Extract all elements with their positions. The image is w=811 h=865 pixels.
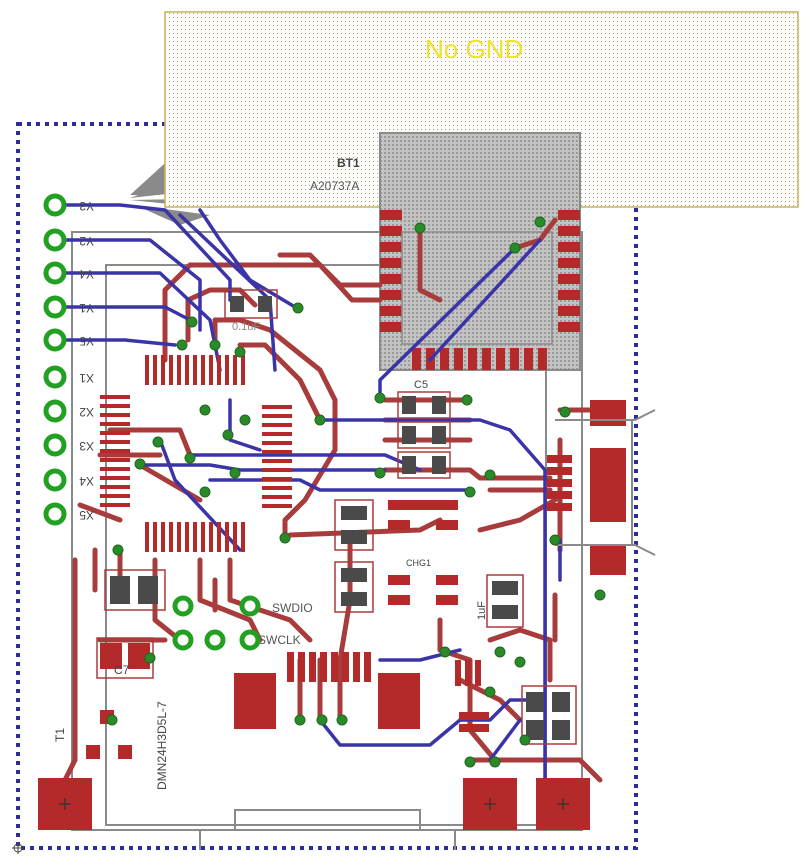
module-inner-outline [401,231,553,345]
regulator-pads [287,652,371,682]
battery-value: A20737A [310,179,359,193]
bottom-tab [199,809,456,850]
module-pads-left [380,210,402,332]
capacitor-c8 [104,569,166,611]
capacitor-c1: 0.1uF [224,289,278,333]
pin-label-x2: X2 [79,405,94,419]
pin-label-x1: X1 [79,371,94,385]
svg-text:C7: C7 [114,663,130,677]
bottom-copper-traces [53,203,562,782]
fuse-pads [455,660,489,732]
capacitor-c6 [334,561,374,613]
capacitor-bottom-right [521,685,577,745]
svg-text:CHG1: CHG1 [406,558,431,568]
capacitor-c4 [334,499,374,551]
swdio-label: SWDIO [272,601,313,615]
pin-label-y4: Y4 [79,267,94,281]
usb-connector [547,400,656,575]
battery-body [379,132,581,371]
power-pads [38,673,590,830]
capacitor-c3: 1uF [476,574,524,628]
test-point-vias [172,595,261,651]
pin-label-y3: Y3 [79,199,94,213]
svg-text:T1: T1 [53,728,67,742]
silk-outline-outer [71,231,583,831]
pin-label-y2: Y2 [79,234,94,248]
capacitor-c5: C5 [397,379,451,419]
main-ic-pads [100,355,292,552]
small-vias [106,216,606,768]
connector-pin-vias [43,193,67,526]
battery-ref: BT1 [337,156,360,170]
pin-label-y5: Y5 [79,334,94,348]
capacitor-c5b [397,421,451,449]
charger-ic: CHG1 [388,500,458,605]
svg-text:C5: C5 [414,379,428,391]
svg-text:1uF: 1uF [476,601,488,620]
connector-pin-labels: Y3 Y2 Y4 Y1 Y5 X1 X2 X3 X4 X5 [79,199,94,522]
svg-text:DMN24H3D5L-7: DMN24H3D5L-7 [155,701,169,790]
module-pads-right [558,210,580,332]
pin-label-x3: X3 [79,439,94,453]
capacitor-c7: C7 [96,637,154,679]
origin-marker [12,842,24,854]
power-pad-marks [59,798,569,810]
pin-label-x5: X5 [79,508,94,522]
keepout-label: No GND [425,34,523,64]
transistor-t1: T1 DMN24H3D5L-7 [53,701,169,790]
pin-label-y1: Y1 [79,301,94,315]
pin-label-x4: X4 [79,474,94,488]
svg-text:0.1uF: 0.1uF [232,321,260,333]
swclk-label: SWCLK [258,633,301,647]
capacitor-c5c [397,451,451,479]
